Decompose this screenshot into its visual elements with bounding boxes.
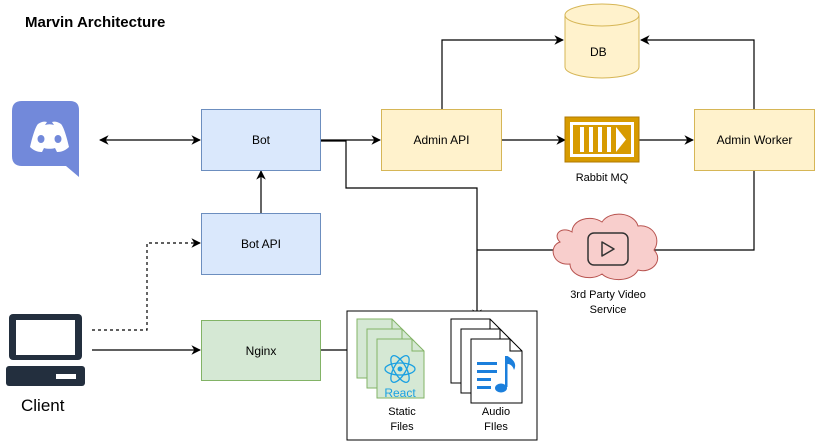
bot-api-node: Bot API — [201, 213, 321, 275]
edge-adminapi-db — [441, 35, 564, 109]
client-computer-icon — [6, 314, 85, 386]
static-files-label-line1: Static — [388, 406, 416, 418]
video-service-label-line2: Service — [589, 304, 627, 316]
static-files-label-line2: Files — [390, 421, 414, 433]
react-logo-text: React — [384, 386, 416, 400]
static-files-label: Static Files — [372, 405, 432, 435]
audio-files-label: Audio FIles — [466, 405, 526, 435]
video-play-icon — [587, 232, 629, 266]
audio-files-label-line1: Audio — [481, 406, 511, 418]
audio-file-icon — [477, 356, 516, 393]
video-service-label-line1: 3rd Party Video — [570, 289, 646, 301]
audio-files-stack — [450, 318, 523, 404]
diagram-title: Marvin Architecture — [25, 14, 166, 31]
bot-node: Bot — [201, 109, 321, 171]
rabbit-mq-label: Rabbit MQ — [575, 172, 629, 184]
rabbitmq-queue-icon — [564, 116, 640, 163]
video-service-cloud — [552, 213, 659, 280]
db-cylinder — [564, 3, 640, 79]
discord-icon — [12, 101, 79, 177]
nginx-node: Nginx — [201, 320, 321, 381]
audio-files-label-line2: FIles — [484, 421, 508, 433]
video-service-label: 3rd Party Video Service — [548, 288, 668, 318]
db-label: DB — [590, 45, 607, 59]
edge-adminworker-db — [640, 35, 755, 109]
edge-bot-audiofiles — [321, 140, 482, 319]
admin-worker-node: Admin Worker — [694, 109, 815, 171]
client-label: Client — [21, 396, 65, 415]
admin-api-node: Admin API — [381, 109, 502, 171]
edge-client-botapi — [92, 238, 201, 331]
react-logo-icon: React — [384, 355, 416, 400]
